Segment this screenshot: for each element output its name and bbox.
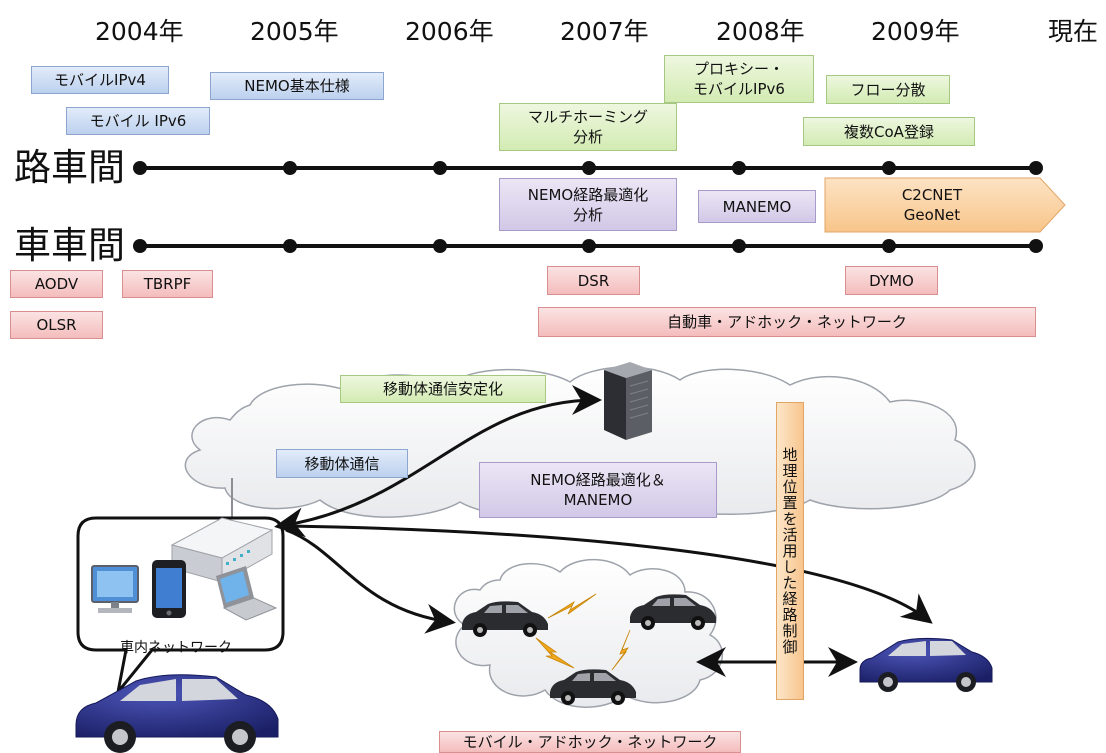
laptop-icon — [216, 566, 278, 621]
item-dymo: DYMO — [845, 266, 938, 295]
year-label-2004: 2004年 — [95, 17, 184, 46]
router-icon — [170, 517, 274, 583]
timeline-dot — [882, 161, 896, 175]
label-stabilization: 移動体通信安定化 — [340, 375, 546, 403]
year-label-2007: 2007年 — [560, 17, 649, 46]
server-icon — [604, 362, 652, 440]
item-olsr: OLSR — [10, 311, 103, 339]
timeline-dot — [433, 239, 447, 253]
item-tbrpf: TBRPF — [122, 270, 213, 298]
timeline-dot — [732, 161, 746, 175]
car-icon — [859, 637, 993, 692]
item-c2cnet-geonet: C2CNET GeoNet — [901, 186, 963, 224]
item-nemo-basic: NEMO基本仕様 — [210, 72, 384, 100]
row-label-vehicle-vehicle: 車車間 — [14, 224, 125, 267]
label-in-vehicle-network: 車内ネットワーク — [120, 640, 232, 656]
timeline-dot — [133, 161, 147, 175]
timeline-dot — [133, 239, 147, 253]
phone-icon — [152, 560, 186, 618]
item-dsr: DSR — [547, 266, 640, 295]
year-label-2009: 2009年 — [871, 17, 960, 46]
car-icon — [75, 674, 279, 753]
lightning-icon — [535, 593, 631, 671]
timeline-dot — [732, 239, 746, 253]
timeline-dot — [582, 239, 596, 253]
item-auto-adhoc: 自動車・アドホック・ネットワーク — [538, 307, 1036, 337]
timeline-dot — [283, 161, 297, 175]
label-mobile-adhoc: モバイル・アドホック・ネットワーク — [439, 731, 741, 753]
car-icon — [462, 601, 548, 637]
item-proxy-mobile-ipv6: プロキシー・ モバイルIPv6 — [664, 55, 814, 103]
item-aodv: AODV — [10, 270, 103, 298]
item-manemo: MANEMO — [698, 190, 816, 223]
timeline-dot — [433, 161, 447, 175]
timeline-dot — [582, 161, 596, 175]
timeline-axes — [133, 161, 1043, 253]
row-label-road-vehicle: 路車間 — [14, 146, 125, 189]
monitor-icon — [91, 565, 139, 613]
timeline-dot — [882, 239, 896, 253]
item-multihoming: マルチホーミング 分析 — [499, 103, 677, 151]
timeline-dot — [1029, 239, 1043, 253]
timeline-dot — [283, 239, 297, 253]
item-multiple-coa: 複数CoA登録 — [803, 117, 975, 146]
car-icon — [630, 594, 716, 630]
geo-routing-text: 地理位置を活用した経路制御 — [780, 447, 799, 655]
item-nemo-route-opt: NEMO経路最適化 分析 — [499, 178, 677, 231]
item-mobile-ipv4: モバイルIPv4 — [31, 66, 169, 94]
network-diagram — [75, 362, 993, 753]
car-icon — [550, 669, 636, 705]
label-mobile-communication: 移動体通信 — [276, 449, 408, 478]
year-label-2005: 2005年 — [250, 17, 339, 46]
year-label-now: 現在 — [1048, 17, 1099, 46]
timeline-dot — [1029, 161, 1043, 175]
c2cnet-arrow — [824, 177, 1066, 233]
item-mobile-ipv6: モバイル IPv6 — [66, 107, 210, 135]
item-flow-distribution: フロー分散 — [826, 75, 950, 104]
label-geo-routing: 地理位置を活用した経路制御 — [776, 402, 804, 700]
year-label-2006: 2006年 — [405, 17, 494, 46]
year-label-2008: 2008年 — [716, 17, 805, 46]
label-nemo-manemo: NEMO経路最適化＆ MANEMO — [479, 462, 717, 518]
